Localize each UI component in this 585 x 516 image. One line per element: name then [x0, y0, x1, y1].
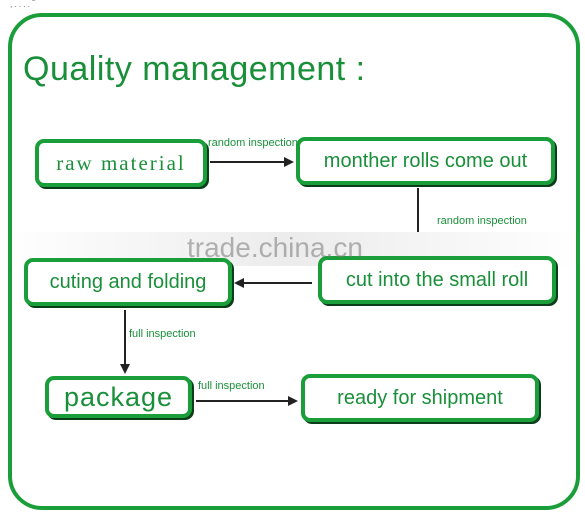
- edge-label-folding-to-package: full inspection: [129, 328, 196, 340]
- node-cut-small-roll: cut into the small roll: [318, 256, 556, 304]
- edge-label-package-to-ready: full inspection: [198, 380, 265, 392]
- node-package: package: [45, 376, 192, 418]
- edge-label-rolls-to-cut: random inspection: [437, 215, 527, 227]
- diagram-title: Quality management :: [23, 50, 366, 88]
- node-monther-rolls: monther rolls come out: [296, 137, 555, 185]
- top-edge-mark: , . . . . ‾: [10, 0, 35, 9]
- watermark-text: trade.china.cn: [187, 232, 363, 263]
- node-cuting-folding: cuting and folding: [24, 258, 232, 306]
- edge-label-raw-to-rolls: random inspection: [208, 137, 298, 149]
- node-raw-material: raw material: [35, 139, 207, 187]
- node-ready-shipment: ready for shipment: [301, 374, 539, 422]
